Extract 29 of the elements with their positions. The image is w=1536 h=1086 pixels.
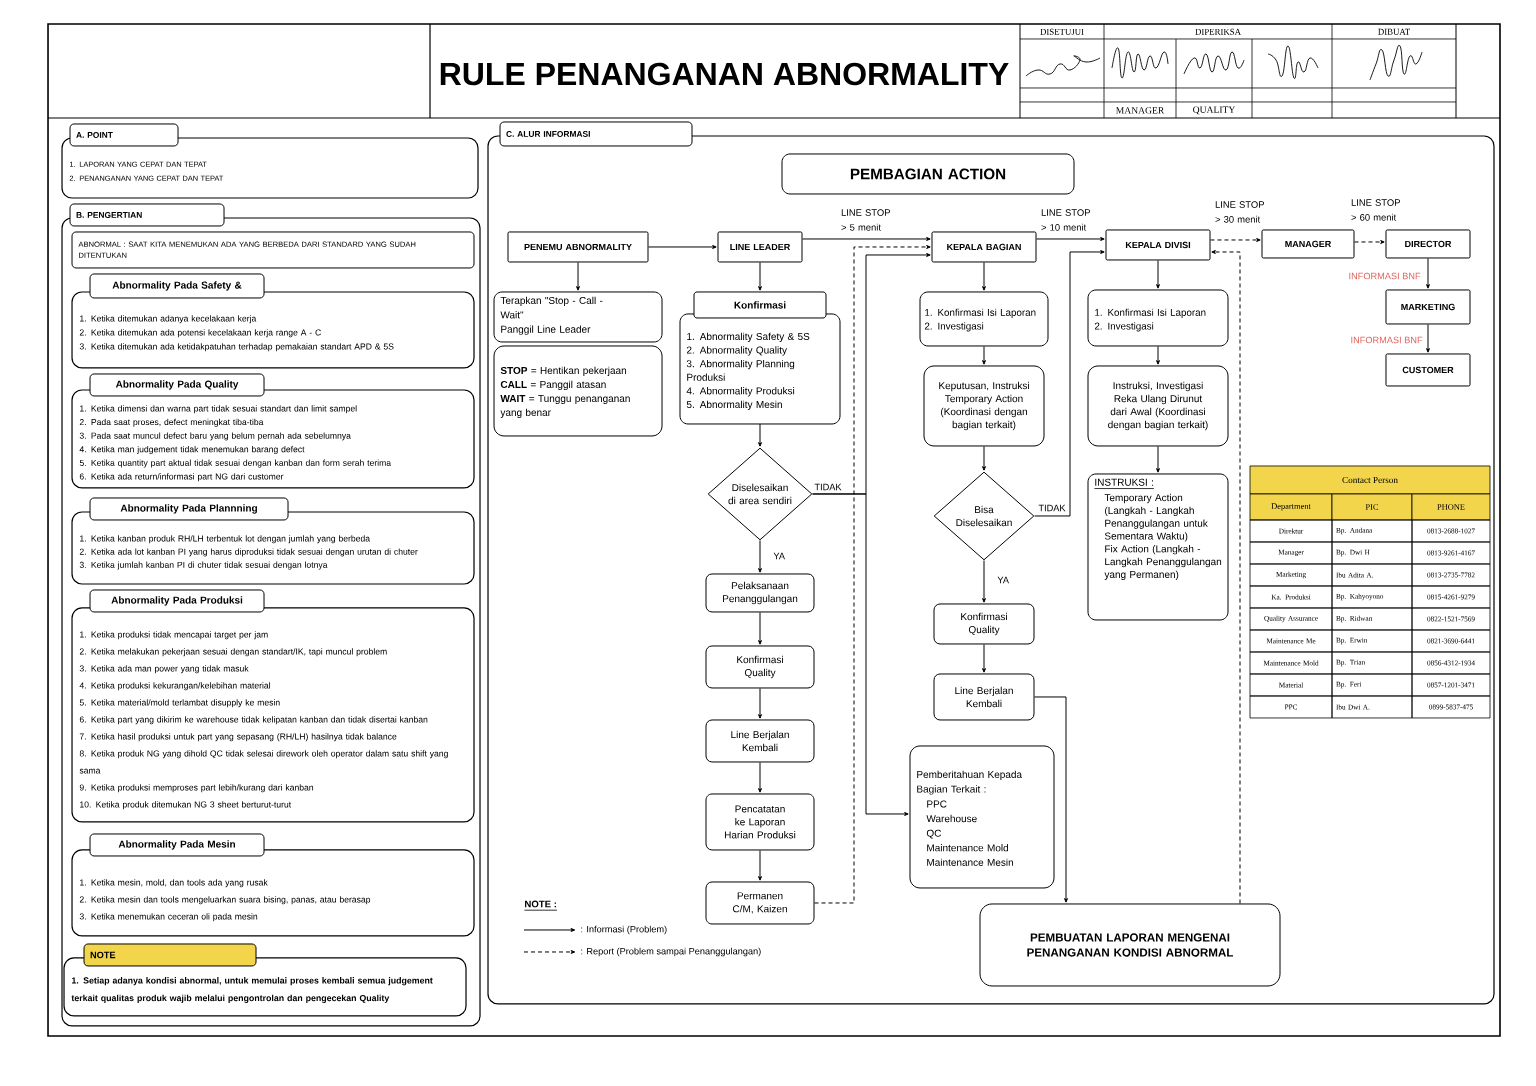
arrow — [802, 237, 931, 241]
arrow — [982, 446, 986, 471]
arrow — [982, 560, 986, 603]
arrow — [1426, 258, 1430, 289]
arrow — [1156, 346, 1160, 365]
arrow — [1034, 696, 1068, 903]
arrow — [1156, 446, 1160, 473]
arrow — [576, 262, 580, 291]
arrow — [814, 245, 931, 904]
arrow — [758, 761, 762, 793]
arrow — [982, 262, 986, 291]
arrow — [758, 850, 762, 881]
arrow — [758, 539, 762, 573]
arrow — [1036, 237, 1105, 241]
arrow — [1210, 238, 1261, 242]
arrow — [1426, 324, 1430, 353]
arrow — [1354, 240, 1385, 244]
arrow — [982, 644, 986, 673]
arrow — [982, 346, 986, 365]
arrow — [1156, 260, 1160, 289]
arrow — [758, 262, 762, 291]
arrow — [758, 612, 762, 645]
arrow — [1034, 250, 1105, 517]
arrow — [758, 423, 762, 447]
arrow — [648, 245, 717, 249]
arrow — [812, 493, 909, 816]
title: RULE PENANGANAN ABNORMALITY — [440, 62, 1009, 86]
arrow — [758, 688, 762, 719]
arrow — [1211, 250, 1241, 904]
